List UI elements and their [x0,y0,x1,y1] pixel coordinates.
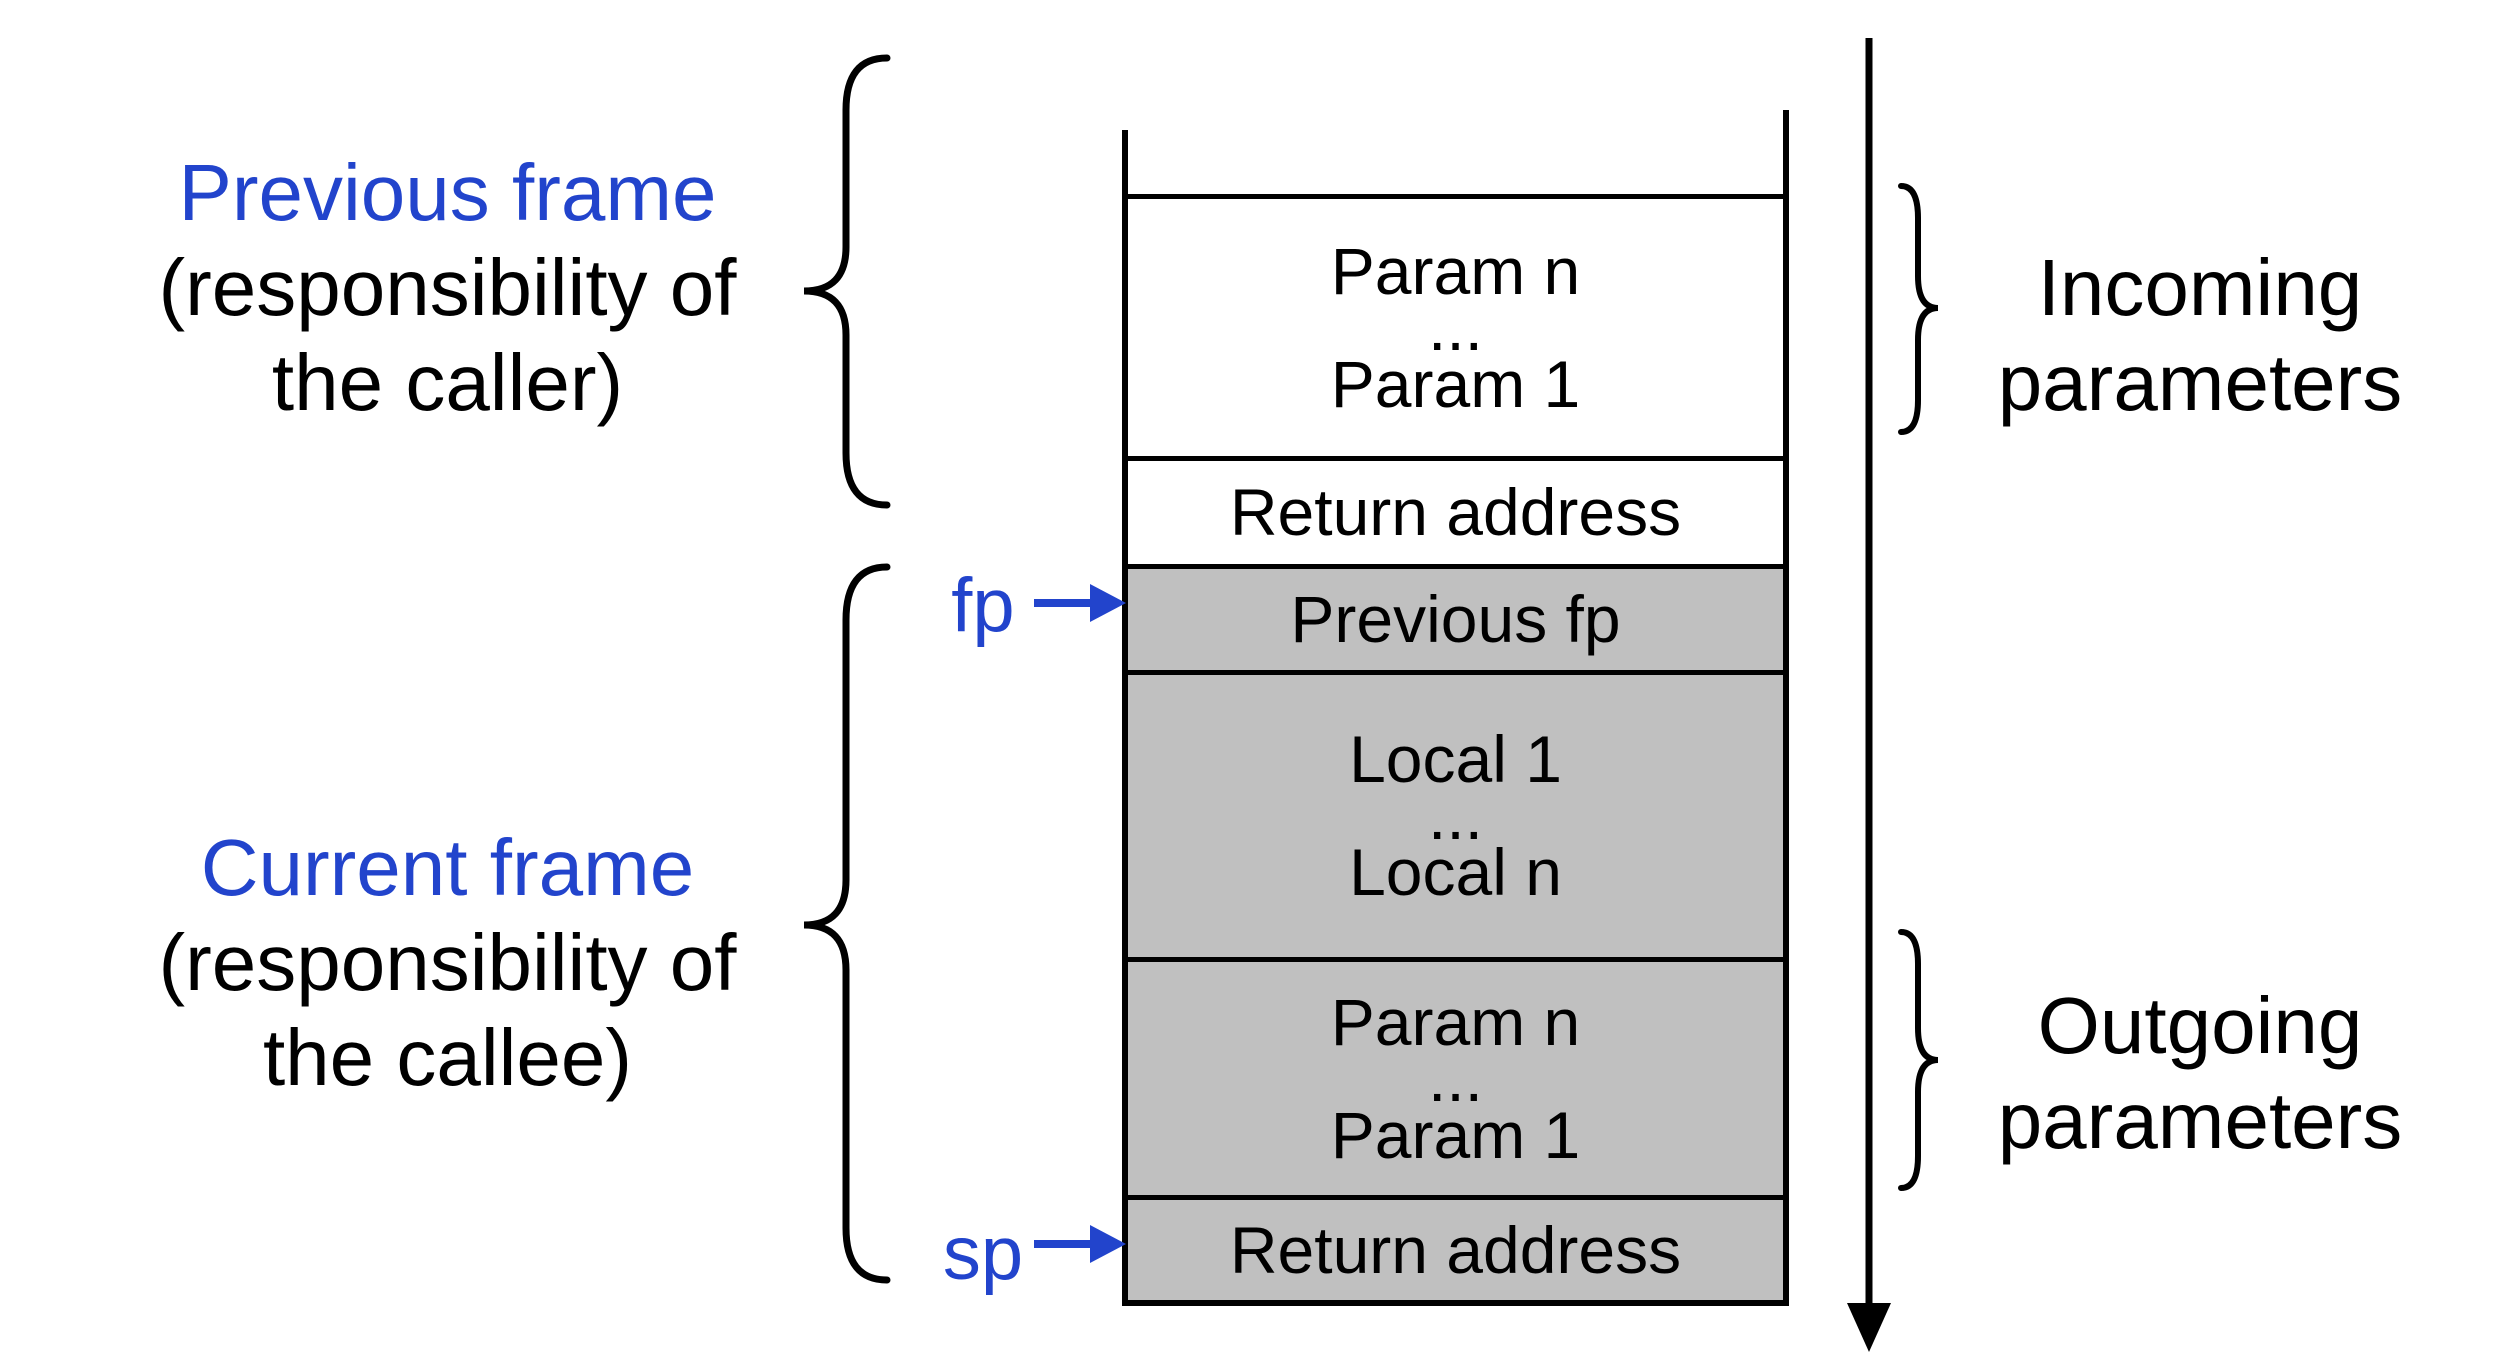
cell-line: Local n [1349,835,1562,910]
stack-growth-arrow-icon [1847,38,1891,1352]
incoming-parameters-line-2: parameters [1997,338,2403,427]
stack-box: Param n ... Param 1 Return address Previ… [1122,110,1789,1306]
cell-line: Previous fp [1290,582,1621,657]
fp-label: fp [951,563,1015,648]
cell-line: Local 1 [1349,722,1562,797]
outgoing-parameters-line-2: parameters [1997,1076,2403,1165]
stack-cell-return-address-caller: Return address [1128,456,1783,564]
current-frame-subtitle-1: (responsibility of [158,918,737,1007]
previous-frame-subtitle-2: the caller) [271,338,624,427]
previous-frame-title: Previous frame [178,148,717,237]
outgoing-parameters-label: Outgoing parameters [1950,978,2450,1168]
incoming-parameters-line-1: Incoming [2037,243,2363,332]
left-border-gap [1116,104,1132,130]
cell-line: Param n [1330,984,1581,1059]
sp-arrow-icon [1034,1225,1126,1263]
ellipsis: ... [1427,290,1483,365]
cell-line: Param 1 [1330,346,1581,421]
incoming-params-brace-icon [1898,183,1939,435]
stack-cell-locals: Local 1 ... Local n [1128,670,1783,957]
cell-line: Return address [1229,475,1682,550]
fp-arrow-icon [1034,584,1126,622]
stack-cell-outgoing-params: Param n ... Param 1 [1128,957,1783,1195]
current-frame-label: Current frame (responsibility of the cal… [55,820,840,1105]
outgoing-params-brace-icon [1898,929,1939,1191]
stack-cell-incoming-params: Param n ... Param 1 [1128,194,1783,456]
stack-cell-return-address-callee: Return address [1128,1195,1783,1306]
current-frame-subtitle-2: the callee) [262,1013,633,1102]
ellipsis: ... [1427,778,1483,853]
current-frame-title: Current frame [200,823,695,912]
stack-open-top [1128,110,1783,194]
outgoing-parameters-line-1: Outgoing [2037,981,2363,1070]
cell-line: Return address [1229,1212,1682,1287]
ellipsis: ... [1427,1041,1483,1116]
cell-line: Param 1 [1330,1097,1581,1172]
sp-label: sp [942,1211,1024,1296]
incoming-parameters-label: Incoming parameters [1950,240,2450,430]
cell-line: Param n [1330,233,1581,308]
previous-frame-subtitle-1: (responsibility of [158,243,737,332]
stack-cell-previous-fp: Previous fp [1128,564,1783,670]
previous-frame-label: Previous frame (responsibility of the ca… [55,145,840,430]
